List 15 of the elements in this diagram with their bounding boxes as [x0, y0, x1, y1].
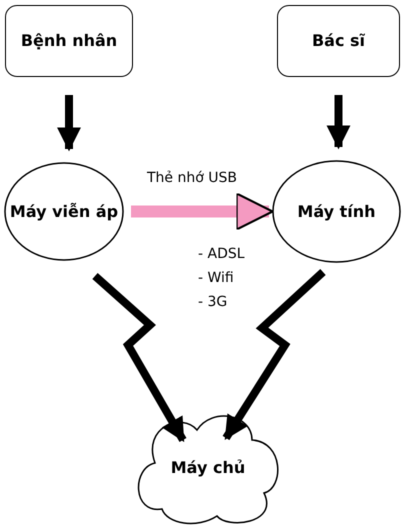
arrow [326, 95, 350, 150]
node-label: Máy viễn áp [10, 202, 118, 222]
node-label: Bác sĩ [312, 31, 366, 51]
node-label: Máy chủ [170, 458, 246, 478]
lightning-arrow [222, 269, 326, 440]
network-label: - ADSL [198, 245, 245, 264]
arrow [131, 192, 274, 231]
rounded-box [277, 5, 400, 77]
node-label: Máy tính [297, 202, 376, 222]
arrow [57, 95, 81, 152]
lightning-arrow [92, 273, 186, 442]
network-label: - Wifi [198, 269, 235, 288]
network-label: - 3G [198, 293, 228, 312]
node-label: Bệnh nhân [20, 31, 118, 51]
rounded-box [5, 5, 133, 77]
